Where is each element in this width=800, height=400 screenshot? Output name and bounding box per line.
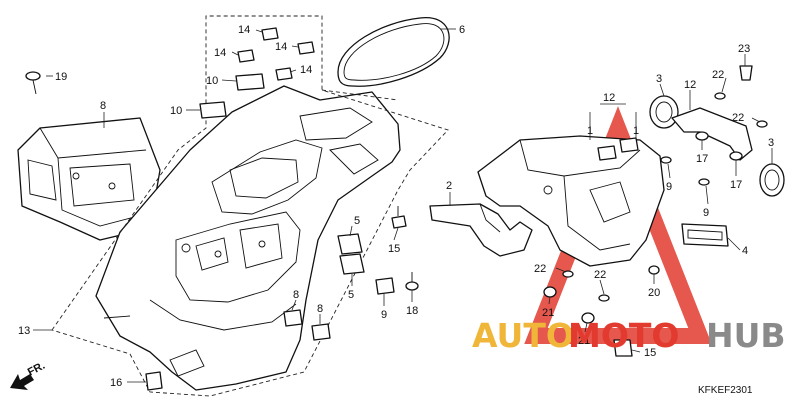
watermark-text: AUTO MOTO HUB: [472, 316, 786, 355]
part-3-reflector-right: [759, 163, 785, 197]
callout-14c: 14: [275, 41, 287, 53]
callout-5a: 5: [354, 215, 360, 227]
front-arrow: FR.: [10, 360, 47, 390]
callout-2: 2: [446, 180, 452, 192]
part-17-collars: [695, 131, 743, 161]
part-23-bolt: [739, 65, 753, 81]
watermark-auto: AUTO: [472, 316, 574, 355]
part-1-plate-holder: [477, 135, 665, 267]
part-6-band: [337, 17, 450, 87]
callout-19: 19: [55, 71, 67, 83]
callout-14d: 14: [300, 64, 312, 76]
callout-1b: 1: [633, 125, 639, 137]
callout-21a: 21: [542, 307, 554, 319]
callout-22c: 22: [534, 263, 546, 275]
part-12-bracket: [671, 107, 753, 161]
callout-5b: 5: [348, 289, 354, 301]
part-7-box: [17, 117, 161, 241]
callout-22b: 22: [732, 112, 744, 124]
callout-15b: 15: [644, 347, 656, 359]
part-10-pads: [199, 73, 265, 119]
callout-14b: 14: [214, 47, 226, 59]
part-15-bolt-center: [391, 206, 407, 229]
part-8-nuts: [283, 277, 395, 341]
callout-8c: 9: [381, 309, 387, 321]
part-19-screw: [25, 71, 41, 95]
callout-11: 12: [603, 92, 615, 104]
part-5-clips: [337, 233, 365, 275]
callout-17b: 17: [730, 179, 742, 191]
callout-10a: 10: [206, 75, 218, 87]
callout-labels: 19 8 6 14 14 14 14 10 10 5 5 8 8 9 15 18…: [18, 24, 774, 389]
callout-17a: 17: [696, 153, 708, 165]
part-18-screw: [405, 272, 419, 291]
callout-8b: 8: [317, 303, 323, 315]
callout-4: 4: [742, 245, 748, 257]
front-arrow-label: FR.: [26, 360, 47, 379]
watermark-moto: MOTO: [568, 316, 679, 355]
callout-23: 23: [738, 43, 750, 55]
callout-20: 20: [648, 287, 660, 299]
callout-7: 8: [100, 100, 106, 112]
part-16-bolt: [145, 371, 163, 391]
part-2-bracket: [429, 203, 533, 257]
part-4-reflector: [681, 223, 729, 247]
callout-6: 6: [459, 24, 465, 36]
callout-9a: 9: [666, 181, 672, 193]
callout-22a: 22: [712, 69, 724, 81]
callout-13: 13: [18, 325, 30, 337]
callout-18: 18: [406, 305, 418, 317]
part-3-reflector-top: [649, 95, 679, 129]
callout-3b: 3: [768, 137, 774, 149]
callout-12: 12: [684, 79, 696, 91]
callout-14a: 14: [238, 24, 250, 36]
leader-lines: [33, 28, 773, 383]
part-1-nuts: [597, 137, 639, 161]
callout-16: 16: [110, 377, 122, 389]
washers-right: [543, 92, 768, 357]
callout-3a: 3: [656, 73, 662, 85]
callout-22d: 22: [594, 269, 606, 281]
part-13-fender: [95, 85, 401, 391]
watermark-hub: HUB: [706, 316, 786, 355]
callout-9b: 9: [703, 207, 709, 219]
callout-8a: 8: [293, 289, 299, 301]
callout-21b: 21: [578, 335, 590, 347]
callout-15a: 15: [388, 243, 400, 255]
callout-10b: 10: [170, 105, 182, 117]
part-14-cushions: [237, 27, 315, 81]
diagram-part-code: KFKEF2301: [698, 385, 753, 396]
callout-1a: 1: [587, 125, 593, 137]
